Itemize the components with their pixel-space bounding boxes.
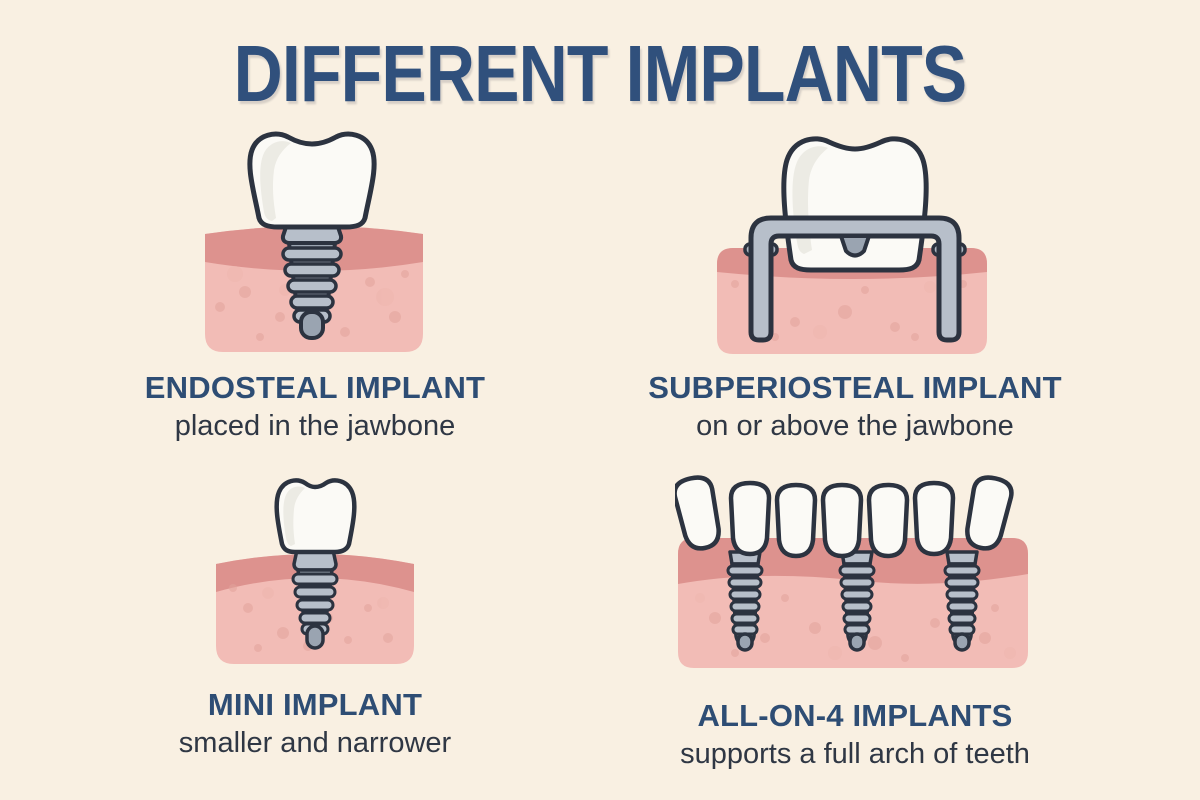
tooth-crown-icon — [274, 478, 357, 555]
endosteal-implant-icon — [205, 131, 423, 352]
metal-frame-icon — [743, 215, 967, 343]
implant-description-subperiosteal: on or above the jawbone — [696, 410, 1014, 442]
mini-implant-icon — [216, 478, 414, 664]
implant-description-endosteal: placed in the jawbone — [174, 410, 456, 442]
implant-description-mini: smaller and narrower — [178, 727, 452, 759]
implant-name-endosteal: ENDOSTEAL IMPLANT — [144, 370, 486, 405]
implant-name-mini: MINI IMPLANT — [207, 687, 423, 722]
page-title-text: DIFFERENT IMPLANTS — [233, 29, 968, 118]
implant-screw-icon — [291, 536, 339, 650]
tooth-crown-icon — [247, 131, 377, 230]
subperiosteal-implant-icon — [717, 136, 987, 354]
implant-name-all-on-4: ALL-ON-4 IMPLANTS — [697, 698, 1013, 733]
implant-card-endosteal: ENDOSTEAL IMPLANT placed in the jawbone — [120, 122, 510, 443]
page-title: DIFFERENT IMPLANTS — [0, 28, 1200, 120]
implant-card-all-on-4: ALL-ON-4 IMPLANTS supports a full arch o… — [630, 468, 1080, 771]
implant-description-all-on-4: supports a full arch of teeth — [680, 738, 1030, 770]
implant-card-subperiosteal: SUBPERIOSTEAL IMPLANT on or above the ja… — [630, 122, 1080, 443]
all-on-4-implants-icon — [675, 475, 1028, 668]
implant-screws-icon — [726, 550, 981, 652]
implant-name-subperiosteal: SUBPERIOSTEAL IMPLANT — [648, 370, 1062, 405]
implant-card-mini: MINI IMPLANT smaller and narrower — [120, 468, 510, 760]
teeth-arch-icon — [675, 475, 1014, 559]
